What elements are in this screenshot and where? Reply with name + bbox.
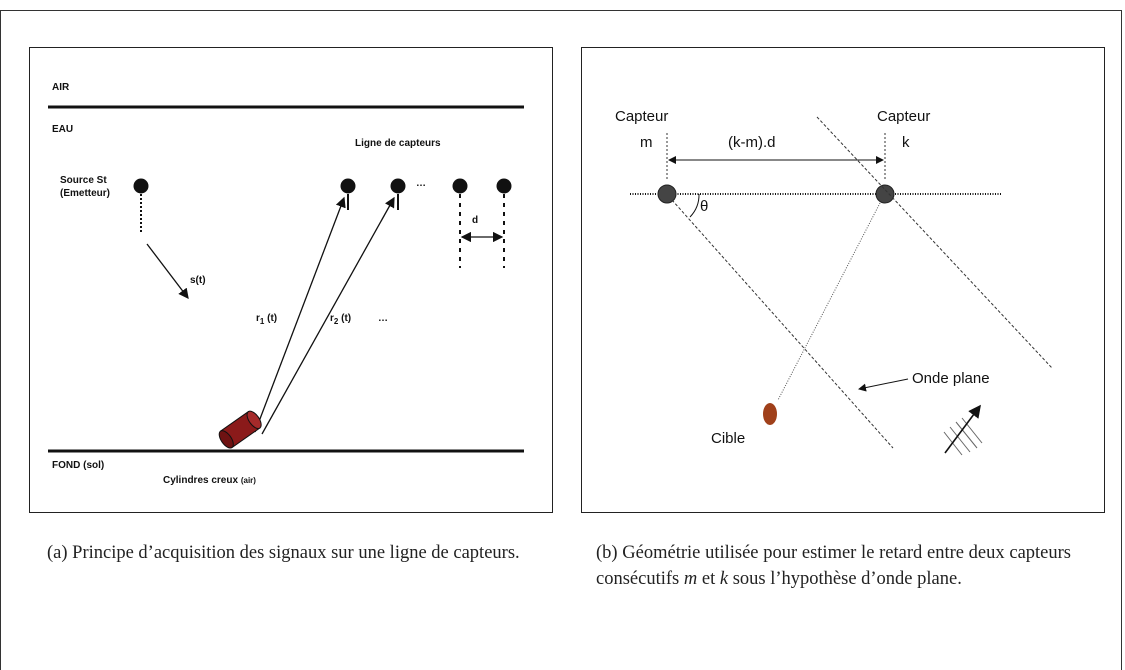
ray-r1 <box>254 196 346 433</box>
wavefront-2 <box>816 116 1053 369</box>
figure-frame <box>0 10 1122 670</box>
label-capteur-m: Capteur <box>615 108 668 125</box>
label-cible: Cible <box>711 430 745 447</box>
label-k: k <box>902 134 910 151</box>
label-r2: r2 (t) <box>330 313 351 326</box>
label-r1: r1 (t) <box>256 313 277 326</box>
rays-ellipsis: … <box>378 313 388 324</box>
panel-acquisition: AIR EAU Ligne de capteurs Source St (Eme… <box>29 47 553 513</box>
label-fond: FOND (sol) <box>52 460 104 471</box>
sensor-4 <box>496 178 512 194</box>
sensor-m <box>657 184 677 204</box>
target-ray <box>777 202 881 401</box>
label-emetteur: (Emetteur) <box>60 188 110 199</box>
sensor-1 <box>340 178 356 194</box>
source-node <box>133 178 149 194</box>
label-s-t: s(t) <box>190 275 206 286</box>
label-capteur-k: Capteur <box>877 108 930 125</box>
label-d: d <box>472 215 478 226</box>
emitted-signal-arrow <box>146 243 189 300</box>
label-onde-plane: Onde plane <box>912 370 990 387</box>
hollow-cylinder <box>218 410 262 449</box>
caption-a: (a) Principe d’acquisition des signaux s… <box>47 543 520 563</box>
label-eau: EAU <box>52 124 73 135</box>
target <box>763 403 777 425</box>
label-source: Source St <box>60 175 107 186</box>
sensor-ellipsis: … <box>416 178 426 189</box>
label-distance: (k-m).d <box>728 134 776 151</box>
sensor-3 <box>452 178 468 194</box>
onde-pointer <box>858 378 909 392</box>
sensor-2 <box>390 178 406 194</box>
label-sensor-line: Ligne de capteurs <box>355 138 441 149</box>
label-air: AIR <box>52 82 70 93</box>
geometry-diagram: Capteur m Capteur k (k-m).d θ Cible Onde… <box>615 108 1053 456</box>
wavefront-1 <box>671 199 894 449</box>
ray-r2 <box>261 196 395 435</box>
theta-arc <box>689 193 700 218</box>
caption-b: (b) Géométrie utilisée pour estimer le r… <box>596 543 1071 589</box>
label-m: m <box>640 134 653 151</box>
label-theta: θ <box>700 198 708 215</box>
panel-geometry: Capteur m Capteur k (k-m).d θ Cible Onde… <box>581 47 1105 513</box>
label-cylindres: Cylindres creux (air) <box>163 475 256 486</box>
sensor-k <box>875 184 895 204</box>
propagation-direction-icon <box>943 404 983 456</box>
acquisition-diagram: AIR EAU Ligne de capteurs Source St (Eme… <box>48 82 524 486</box>
